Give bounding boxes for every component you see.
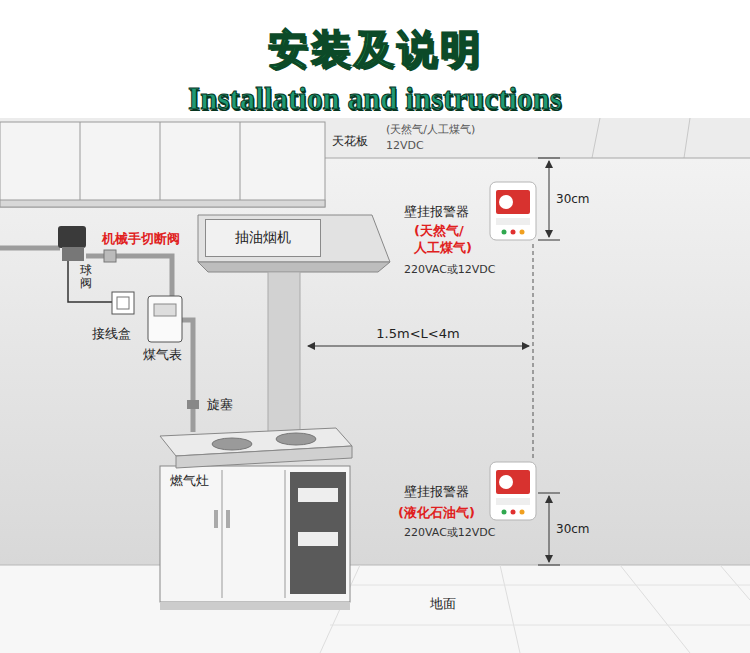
floor-tile-line — [350, 585, 750, 586]
alarm-label — [496, 190, 530, 214]
dimension-line — [533, 244, 534, 458]
dimension-tick — [538, 240, 560, 241]
alarm-grille — [496, 218, 530, 225]
alarm-led — [520, 510, 525, 515]
oven-slot — [298, 532, 338, 546]
node-text: 抽油烟机 — [235, 229, 291, 247]
dimension-tick — [538, 565, 560, 566]
ball-valve-label: 球阀 — [80, 264, 92, 290]
floor-label: 地面 — [428, 596, 458, 612]
plug-cock-label: 旋塞 — [207, 397, 233, 413]
alarm-led — [502, 510, 507, 515]
alarm-housing — [490, 462, 536, 520]
alarm-logo — [499, 475, 513, 489]
counter-front — [176, 446, 352, 468]
gas-type-label: (液化石油气) — [398, 505, 475, 521]
gas-pipe — [182, 320, 193, 432]
alarm-led — [502, 230, 507, 235]
power-note: 12VDC — [386, 139, 424, 153]
alarm-label: 壁挂报警器 — [404, 204, 469, 220]
junction-box-inner — [117, 297, 129, 309]
stove-burner — [212, 438, 252, 450]
dimension-arrow — [549, 161, 550, 237]
stove-label: 燃气灶 — [168, 473, 211, 489]
alarm-label — [496, 470, 530, 494]
oven-panel — [290, 472, 346, 594]
dimension-arrow — [308, 346, 529, 347]
floor — [0, 565, 750, 653]
gas-pipe — [86, 256, 172, 296]
stove-burner — [276, 433, 316, 445]
gas-meter-dial — [154, 304, 176, 316]
floor-tile-line — [330, 625, 750, 626]
cabinet-handle — [226, 510, 230, 528]
alarm-housing — [490, 182, 536, 240]
cabinet-line — [160, 122, 161, 200]
ceiling-label: 天花板 — [332, 134, 368, 149]
alarm-grille — [496, 498, 530, 505]
alarm-logo — [499, 195, 513, 209]
gas-meter — [148, 296, 182, 342]
alarm-led — [511, 510, 516, 515]
valve-label: 机械手切断阀 — [102, 231, 180, 247]
valve-actuator — [58, 226, 86, 248]
upper-cabinet — [0, 122, 325, 207]
cabinet-line — [240, 122, 241, 200]
power-label: 220VAC或12VDC — [404, 526, 496, 540]
wall-alarm — [490, 182, 536, 240]
ceiling-line — [592, 118, 600, 158]
page-subtitle: Installation and instructions — [188, 80, 562, 119]
range-hood — [198, 215, 390, 262]
gas-type-label: (天然气/ 人工煤气) — [414, 223, 494, 257]
cabinet-line — [80, 122, 81, 200]
dimension-tick — [538, 158, 560, 159]
plug-cock — [187, 400, 199, 409]
dimension-arrow — [549, 496, 550, 562]
gas-pipe — [0, 246, 60, 251]
range-hood-bottom — [198, 262, 390, 272]
wall-alarm — [490, 462, 536, 520]
cabinet-door-line — [285, 470, 286, 598]
dimension-label: 30cm — [556, 192, 590, 207]
cabinet-plinth — [160, 602, 350, 610]
back-wall — [0, 158, 750, 565]
dimension-tick — [538, 493, 560, 494]
cabinet-handle — [214, 510, 218, 528]
floor-edge — [0, 565, 750, 566]
alarm-led — [511, 230, 516, 235]
dimension-label: 1.5m<L<4m — [376, 326, 459, 342]
gas-type-note: (天然气/人工煤气) — [386, 123, 475, 137]
dimension-label: 30cm — [556, 522, 590, 537]
ball-valve — [104, 250, 116, 262]
junction-box — [112, 292, 134, 314]
cabinet-base — [0, 200, 325, 207]
alarm-label: 壁挂报警器 — [404, 484, 469, 500]
oven-slot — [298, 488, 338, 502]
junction-box-label: 接线盒 — [92, 326, 131, 342]
wall-pillar — [268, 272, 300, 432]
alarm-led — [520, 230, 525, 235]
cabinet-door-line — [222, 470, 223, 598]
ceiling-line — [684, 118, 690, 158]
floor-tile-line — [500, 565, 520, 653]
floor-tile-line — [720, 565, 750, 600]
lower-cabinet — [160, 466, 350, 602]
range-hood-panel: 抽油烟机 — [205, 219, 321, 257]
power-label: 220VAC或12VDC — [404, 263, 496, 277]
gas-meter-label: 煤气表 — [143, 347, 182, 363]
valve-body — [62, 247, 84, 261]
page-title: 安装及说明 — [268, 24, 483, 74]
control-wire — [68, 261, 112, 302]
floor-tile-line — [620, 565, 690, 653]
